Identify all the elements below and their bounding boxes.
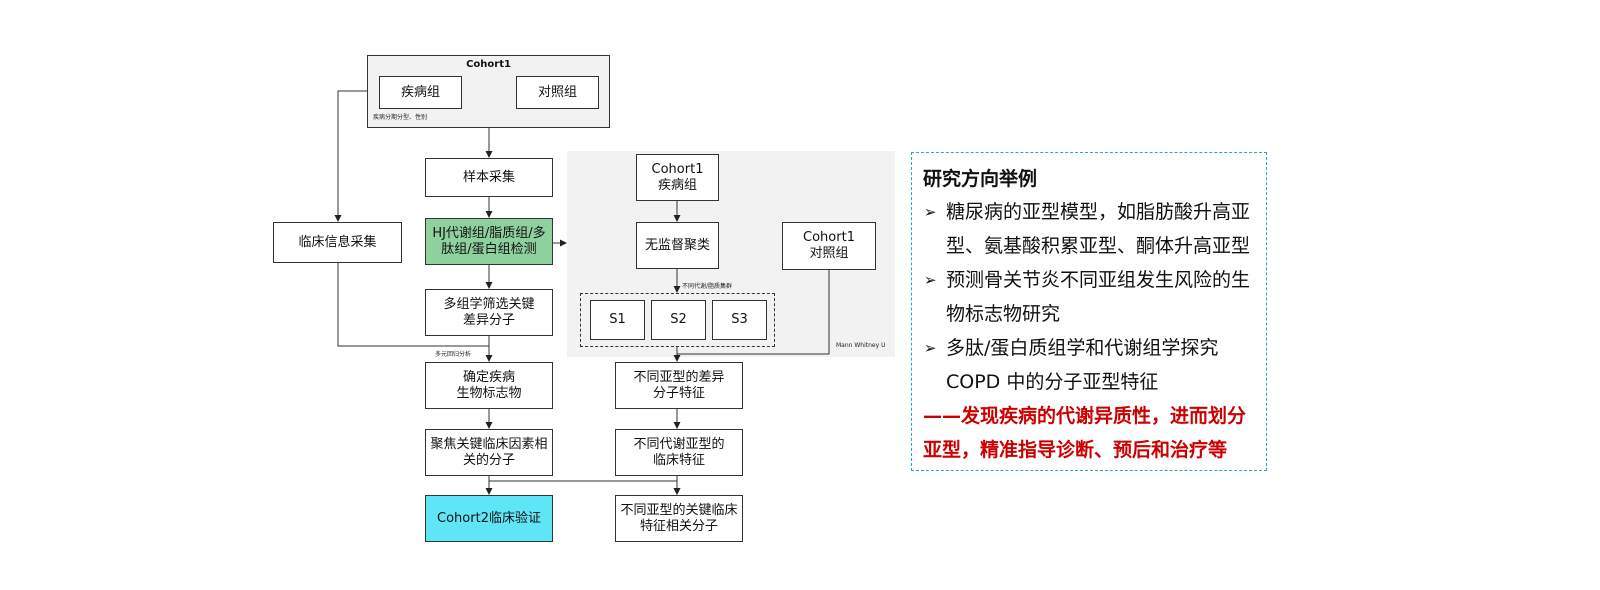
cohort1-top-note: 疾病分期分型、性别	[373, 114, 428, 121]
clinical-focus-box: 聚焦关键临床因素相 关的分子	[425, 429, 553, 476]
subtype-s1-box: S1	[590, 300, 645, 340]
edge-focus-keymol	[489, 480, 681, 495]
key-molecules-box: 不同亚型的关键临床 特征相关分子	[615, 495, 743, 542]
mann-whitney-note: Mann Whitney U	[836, 342, 886, 349]
research-example-item: ➢ 多肽/蛋白质组学和代谢组学探究 COPD 中的分子亚型特征	[922, 331, 1256, 399]
cohort1-top-title: Cohort1	[466, 59, 511, 70]
sample-collection-box: 样本采集	[425, 158, 553, 197]
subtype-s2-box: S2	[651, 300, 706, 340]
control-group-box: 对照组	[516, 76, 599, 109]
edge-control-diff	[677, 270, 830, 355]
cohort1-control-box: Cohort1 对照组	[782, 222, 876, 270]
cluster-note: 不同代谢/脂质集群	[682, 283, 733, 290]
validation-box: Cohort2临床验证	[425, 495, 553, 542]
clinical-info-box: 临床信息采集	[273, 222, 402, 263]
research-examples-list: ➢ 糖尿病的亚型模型，如脂肪酸升高亚 型、氨基酸积累亚型、酮体升高亚型 ➢ 预测…	[922, 195, 1256, 399]
subtype-group	[580, 293, 775, 347]
unsupervised-clustering-box: 无监督聚类	[636, 222, 719, 269]
edge-clinical-biomarker	[337, 263, 489, 347]
edge-cohort1-clinical	[334, 90, 367, 222]
diff-features-box: 不同亚型的差异 分子特征	[615, 362, 743, 409]
bullet-arrow-icon: ➢	[924, 271, 937, 289]
cohort1-disease-box: Cohort1 疾病组	[636, 154, 719, 201]
subtype-s3-box: S3	[712, 300, 767, 340]
conclusion-text: ——发现疾病的代谢异质性，进而划分 亚型，精准指导诊断、预后和治疗等	[923, 405, 1247, 461]
bullet-arrow-icon: ➢	[924, 203, 937, 221]
omics-detection-box: HJ代谢组/脂质组/多肽组/蛋白组检测	[425, 218, 553, 265]
research-example-item: ➢ 预测骨关节炎不同亚组发生风险的生 物标志物研究	[922, 263, 1256, 331]
research-example-item: ➢ 糖尿病的亚型模型，如脂肪酸升高亚 型、氨基酸积累亚型、酮体升高亚型	[922, 195, 1256, 263]
research-examples-panel: 研究方向举例 ➢ 糖尿病的亚型模型，如脂肪酸升高亚 型、氨基酸积累亚型、酮体升高…	[911, 152, 1267, 471]
biomarker-box: 确定疾病 生物标志物	[425, 362, 553, 409]
multifactor-note: 多元回归分析	[435, 351, 472, 358]
bullet-arrow-icon: ➢	[924, 339, 937, 357]
clinical-features-box: 不同代谢亚型的 临床特征	[615, 429, 743, 476]
connector-lines	[334, 90, 830, 495]
screening-box: 多组学筛选关键 差异分子	[425, 289, 553, 336]
research-examples-title: 研究方向举例	[923, 168, 1038, 190]
disease-group-box: 疾病组	[379, 76, 462, 109]
